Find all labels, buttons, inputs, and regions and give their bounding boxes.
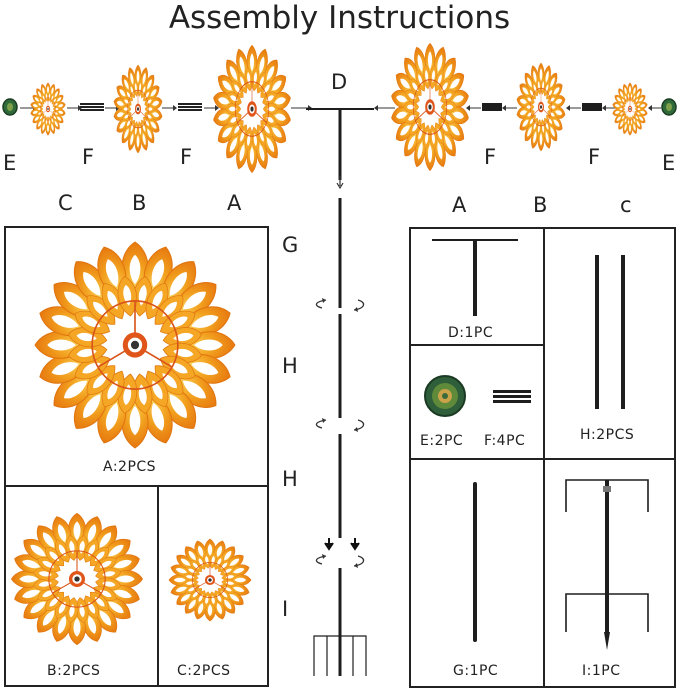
flower-b-left	[113, 64, 163, 154]
spacer-f-icon	[493, 390, 531, 403]
cap-e-icon	[424, 375, 466, 417]
caption-g: G:1PC	[453, 663, 499, 679]
left-parts-panel	[4, 226, 269, 687]
size-label-a-right: A	[452, 193, 467, 217]
label-f-right-2: F	[588, 145, 601, 169]
label-h-1: H	[282, 354, 298, 378]
label-f-left-2: F	[180, 145, 193, 169]
arrow-left-icon	[566, 105, 581, 111]
caption-c: C:2PCS	[177, 663, 231, 679]
spacer-f-icon	[482, 103, 502, 111]
flower-b-right	[516, 62, 566, 152]
arrow-left-icon	[502, 105, 517, 111]
label-e-left: E	[3, 151, 17, 175]
caption-d: D:1PC	[448, 325, 494, 341]
part-d-hanger	[432, 239, 518, 316]
flower-c-small	[168, 538, 252, 622]
hanger-d-top	[306, 108, 374, 180]
flower-a-large	[33, 240, 237, 450]
size-label-c-right: c	[620, 193, 632, 217]
cap-e-left-icon	[2, 98, 18, 116]
part-h-poles	[595, 255, 625, 409]
arrow-left-icon	[648, 105, 661, 111]
flower-a-left	[212, 44, 292, 174]
part-i-stake	[565, 479, 649, 650]
caption-f: F:4PC	[484, 433, 526, 449]
flower-c-left	[30, 82, 66, 136]
spacer-f-icon	[178, 103, 202, 111]
page-title: Assembly Instructions	[168, 0, 511, 36]
top-assembly-row	[0, 40, 679, 220]
caption-i: I:1PC	[582, 663, 621, 679]
label-h-2: H	[282, 467, 298, 491]
size-label-b-right: B	[533, 193, 548, 217]
caption-h: H:2PCS	[580, 427, 635, 443]
arrow-right-icon	[162, 105, 177, 111]
caption-a: A:2PCS	[103, 459, 157, 475]
label-d: D	[331, 70, 348, 94]
part-g-pole	[473, 482, 477, 642]
size-label-a-left: A	[227, 191, 242, 215]
label-i: I	[282, 597, 289, 621]
size-label-b-left: B	[132, 191, 147, 215]
spacer-f-icon	[80, 103, 104, 111]
flower-b-medium	[10, 512, 144, 646]
size-label-c-left: C	[58, 191, 73, 215]
flower-a-right	[390, 42, 470, 172]
label-e-right: E	[662, 151, 676, 175]
label-f-left-1: F	[82, 145, 95, 169]
spacer-f-icon	[582, 103, 602, 111]
arrow-right-icon	[204, 105, 219, 111]
arrow-left-icon	[466, 105, 481, 111]
caption-e: E:2PC	[420, 433, 464, 449]
pole-assembly	[313, 176, 367, 676]
cap-e-right-icon	[661, 98, 677, 116]
label-f-right-1: F	[484, 145, 497, 169]
arrow-left-icon	[374, 105, 395, 111]
right-parts-panel	[409, 227, 676, 688]
flower-c-right	[612, 82, 648, 136]
caption-b: B:2PCS	[47, 663, 101, 679]
label-g: G	[282, 233, 299, 257]
